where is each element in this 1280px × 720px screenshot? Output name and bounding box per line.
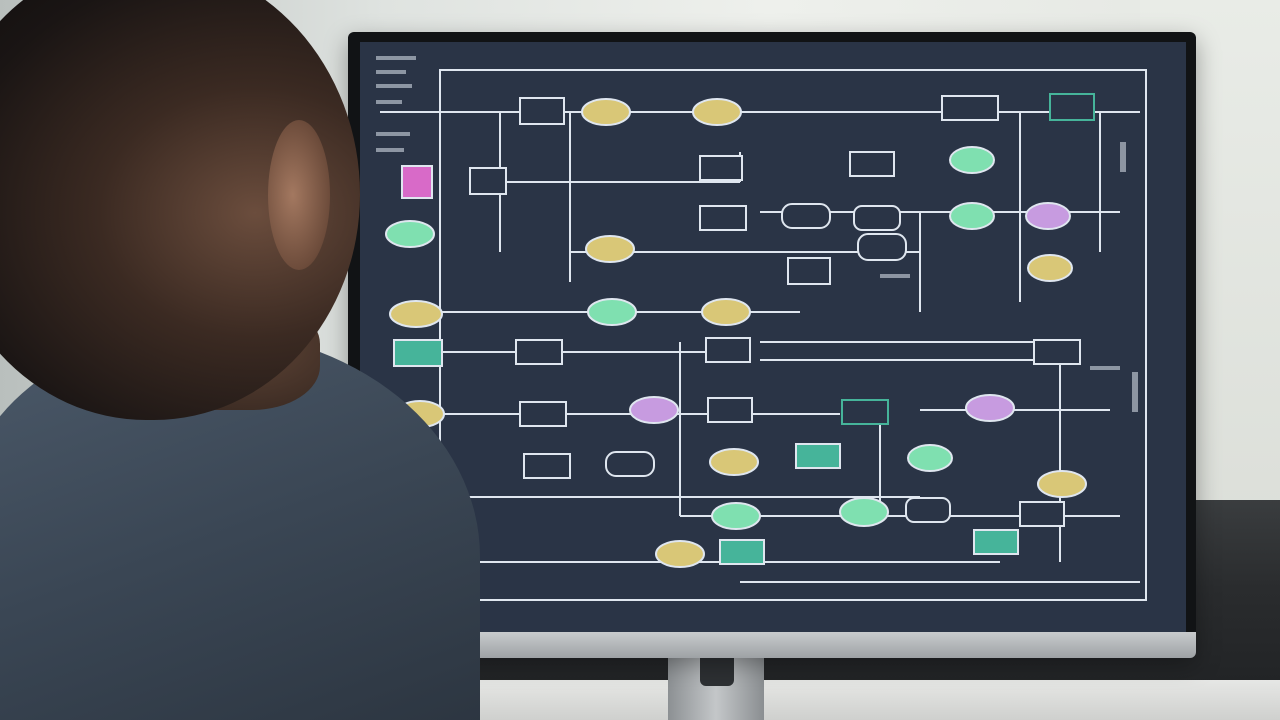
node-box-teal bbox=[393, 339, 443, 367]
node-box-teal bbox=[795, 443, 841, 469]
node-box-rounded bbox=[857, 233, 907, 261]
node-box-teal bbox=[841, 399, 889, 425]
diagram-nodes bbox=[385, 93, 1095, 568]
text-mark bbox=[880, 274, 910, 278]
node-box-rounded bbox=[853, 205, 901, 231]
node-box-rounded bbox=[605, 451, 655, 477]
text-mark bbox=[376, 56, 416, 60]
node-oval-purple bbox=[965, 394, 1015, 422]
node-box-rounded bbox=[781, 203, 831, 229]
process-diagram bbox=[376, 56, 1147, 601]
text-mark bbox=[376, 84, 412, 88]
node-oval-yellow bbox=[709, 448, 759, 476]
node-oval-purple bbox=[629, 396, 679, 424]
node-oval-green bbox=[949, 202, 995, 230]
text-mark bbox=[1120, 142, 1126, 172]
node-box-magenta bbox=[401, 165, 433, 199]
monitor-screen bbox=[360, 42, 1186, 632]
node-box bbox=[699, 155, 743, 181]
node-oval-purple bbox=[1025, 202, 1071, 230]
node-box bbox=[699, 205, 747, 231]
node-oval-yellow bbox=[701, 298, 751, 326]
node-oval-green bbox=[949, 146, 995, 174]
node-box-rounded bbox=[905, 497, 951, 523]
node-box bbox=[705, 337, 751, 363]
node-box bbox=[849, 151, 895, 177]
node-box bbox=[1019, 501, 1065, 527]
text-mark bbox=[1090, 366, 1120, 370]
node-oval-yellow bbox=[581, 98, 631, 126]
node-oval-yellow bbox=[655, 540, 705, 568]
node-box bbox=[1033, 339, 1081, 365]
node-box bbox=[519, 401, 567, 427]
text-mark bbox=[376, 148, 404, 152]
node-oval-green bbox=[711, 502, 761, 530]
text-mark bbox=[1132, 372, 1138, 412]
text-mark bbox=[376, 70, 406, 74]
node-oval-yellow bbox=[1037, 470, 1087, 498]
node-oval-yellow bbox=[389, 300, 443, 328]
node-oval-green bbox=[839, 497, 889, 527]
text-mark bbox=[376, 100, 402, 104]
node-box-teal bbox=[719, 539, 765, 565]
node-oval-yellow bbox=[1027, 254, 1073, 282]
node-oval-green bbox=[385, 220, 435, 248]
diagram-text-marks bbox=[376, 56, 1138, 412]
node-box bbox=[519, 97, 565, 125]
node-box bbox=[707, 397, 753, 423]
node-box bbox=[787, 257, 831, 285]
node-oval-yellow bbox=[585, 235, 635, 263]
node-box-teal bbox=[1049, 93, 1095, 121]
node-box bbox=[515, 339, 563, 365]
text-mark bbox=[376, 132, 410, 136]
node-box bbox=[523, 453, 571, 479]
node-box-teal bbox=[973, 529, 1019, 555]
monitor-chin bbox=[420, 632, 1196, 658]
node-box bbox=[469, 167, 507, 195]
diagram-frame bbox=[439, 69, 1147, 601]
node-box bbox=[941, 95, 999, 121]
node-oval-yellow bbox=[692, 98, 742, 126]
person-ear bbox=[268, 120, 330, 270]
node-oval-green bbox=[587, 298, 637, 326]
node-oval-green bbox=[907, 444, 953, 472]
